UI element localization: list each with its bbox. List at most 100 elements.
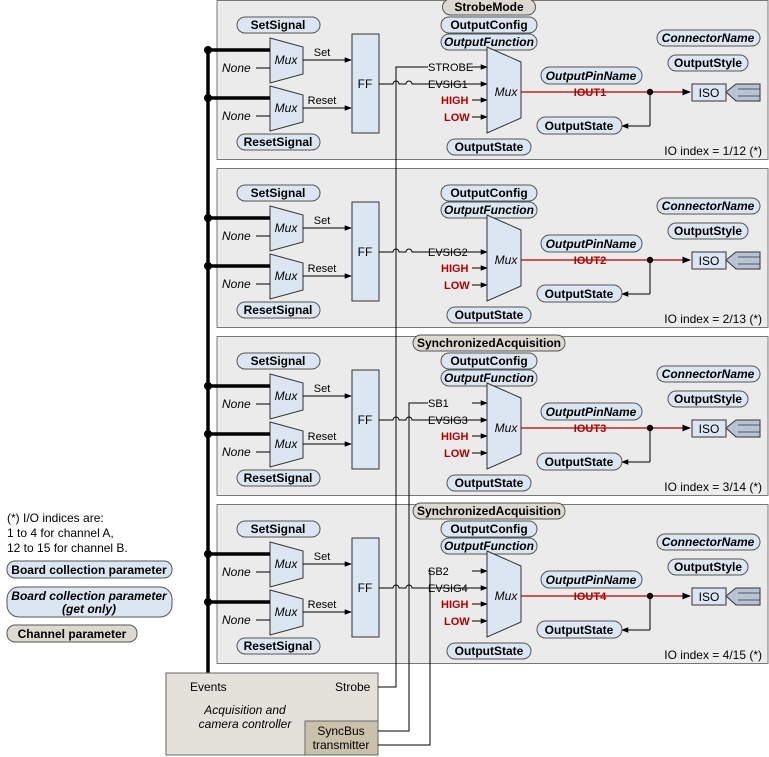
output-config-label: OutputConfig bbox=[450, 186, 527, 200]
reset-signal-label: ResetSignal bbox=[244, 471, 313, 485]
output-state-pill bbox=[446, 642, 532, 660]
low-label: LOW bbox=[444, 448, 470, 460]
io-panel: SynchronizedAcquisitionOutputConfigOutpu… bbox=[204, 334, 769, 496]
io-panel: SynchronizedAcquisitionOutputConfigOutpu… bbox=[204, 502, 769, 664]
output-style-pill bbox=[667, 558, 749, 576]
output-pin-name-label: OutputPinName bbox=[546, 237, 637, 251]
set-none-label: None bbox=[222, 61, 251, 75]
reset-none-label: None bbox=[222, 445, 251, 459]
output-pin-name-pill bbox=[540, 234, 643, 253]
mux-input-1: STROBE bbox=[428, 62, 473, 74]
controller-title-1: Acquisition and bbox=[203, 703, 286, 717]
low-label: LOW bbox=[444, 616, 470, 628]
output-style-label: OutputStyle bbox=[674, 56, 742, 70]
output-config-label: OutputConfig bbox=[450, 522, 527, 536]
mux-input-1: SB2 bbox=[428, 566, 449, 578]
output-config-label: OutputConfig bbox=[450, 354, 527, 368]
iso-label: ISO bbox=[699, 590, 720, 604]
reset-signal-pill bbox=[236, 301, 321, 319]
legend: (*) I/O indices are: 1 to 4 for channel … bbox=[6, 511, 173, 643]
legend-board-param-get-only-2: (get only) bbox=[62, 602, 116, 616]
legend-board-param: Board collection parameter bbox=[11, 563, 167, 577]
flip-flop-label: FF bbox=[358, 413, 373, 427]
output-mux bbox=[486, 382, 522, 470]
set-label: Set bbox=[314, 551, 331, 563]
high-label: HIGH bbox=[441, 599, 469, 611]
high-label: HIGH bbox=[441, 431, 469, 443]
output-config-pill bbox=[440, 520, 538, 538]
output-style-pill bbox=[667, 222, 749, 240]
high-label: HIGH bbox=[441, 263, 469, 275]
flip-flop bbox=[351, 369, 380, 470]
set-signal-label: SetSignal bbox=[251, 18, 306, 32]
channel-param-label: SynchronizedAcquisition bbox=[417, 336, 561, 350]
output-state-readback-label: OutputState bbox=[545, 119, 614, 133]
connector-name-pill bbox=[656, 365, 761, 383]
high-label: HIGH bbox=[441, 95, 469, 107]
reset-label: Reset bbox=[308, 263, 337, 275]
output-state-label: OutputState bbox=[455, 476, 524, 490]
legend-note-line-1: (*) I/O indices are: bbox=[7, 511, 104, 525]
output-mux-label: Mux bbox=[495, 253, 519, 267]
legend-channel-param-swatch bbox=[6, 624, 138, 643]
legend-board-param-get-only-1: Board collection parameter bbox=[11, 589, 168, 603]
set-signal-pill bbox=[236, 352, 321, 370]
syncbus-label-2: transmitter bbox=[313, 738, 370, 752]
output-style-pill bbox=[667, 54, 749, 72]
channel-param-pill bbox=[412, 334, 566, 352]
iso-label: ISO bbox=[699, 86, 720, 100]
iso-label: ISO bbox=[699, 422, 720, 436]
connector-name-pill bbox=[656, 197, 761, 215]
syncbus-wire-2 bbox=[378, 570, 431, 746]
output-pin-name-pill bbox=[540, 66, 643, 85]
io-panel: OutputConfigOutputFunctionSetSignalReset… bbox=[204, 168, 769, 328]
low-label: LOW bbox=[444, 112, 470, 124]
mux-input-2: EVSIG2 bbox=[428, 247, 468, 259]
reset-none-label: None bbox=[222, 109, 251, 123]
set-label: Set bbox=[314, 215, 331, 227]
connector-name-pill bbox=[656, 29, 761, 47]
iso-label: ISO bbox=[699, 254, 720, 268]
output-function-label: OutputFunction bbox=[444, 203, 534, 217]
output-mux-label: Mux bbox=[495, 85, 519, 99]
io-panel: StrobeModeOutputConfigOutputFunctionSetS… bbox=[204, 0, 769, 160]
output-state-readback-pill bbox=[536, 284, 623, 303]
reset-signal-label: ResetSignal bbox=[244, 303, 313, 317]
flip-flop-label: FF bbox=[358, 245, 373, 259]
output-state-readback-label: OutputState bbox=[545, 455, 614, 469]
io-index-label: IO index = 2/13 (*) bbox=[664, 312, 762, 326]
output-config-label: OutputConfig bbox=[450, 18, 527, 32]
channel-param-pill bbox=[412, 502, 566, 520]
set-label: Set bbox=[314, 47, 331, 59]
legend-channel-param: Channel parameter bbox=[18, 627, 127, 641]
set-none-label: None bbox=[222, 229, 251, 243]
output-pin-name-label: OutputPinName bbox=[546, 405, 637, 419]
flip-flop-label: FF bbox=[358, 77, 373, 91]
io-index-label: IO index = 3/14 (*) bbox=[664, 480, 762, 494]
output-state-pill bbox=[446, 474, 532, 492]
set-signal-label: SetSignal bbox=[251, 522, 306, 536]
output-config-pill bbox=[440, 352, 538, 370]
output-mux bbox=[486, 550, 522, 638]
strobe-wire bbox=[378, 66, 428, 688]
output-mux bbox=[486, 46, 522, 134]
legend-note-line-3: 12 to 15 for channel B. bbox=[7, 541, 128, 555]
mux-input-2: EVSIG1 bbox=[428, 79, 468, 91]
iout-label: IOUT3 bbox=[574, 423, 606, 435]
connector-icon bbox=[725, 419, 761, 438]
output-function-label: OutputFunction bbox=[444, 35, 534, 49]
connector-icon bbox=[725, 587, 761, 606]
output-function-label: OutputFunction bbox=[444, 539, 534, 553]
mux-input-2: EVSIG4 bbox=[428, 583, 468, 595]
reset-mux-label: Mux bbox=[275, 101, 299, 115]
output-state-readback-label: OutputState bbox=[545, 623, 614, 637]
set-mux-label: Mux bbox=[275, 221, 299, 235]
reset-label: Reset bbox=[308, 599, 337, 611]
output-state-pill bbox=[446, 306, 532, 324]
output-state-pill bbox=[446, 138, 532, 156]
channel-param-label: SynchronizedAcquisition bbox=[417, 504, 561, 518]
output-state-label: OutputState bbox=[455, 644, 524, 658]
connector-name-pill bbox=[656, 533, 761, 551]
controller-wires bbox=[378, 66, 431, 746]
output-config-pill bbox=[440, 16, 538, 34]
